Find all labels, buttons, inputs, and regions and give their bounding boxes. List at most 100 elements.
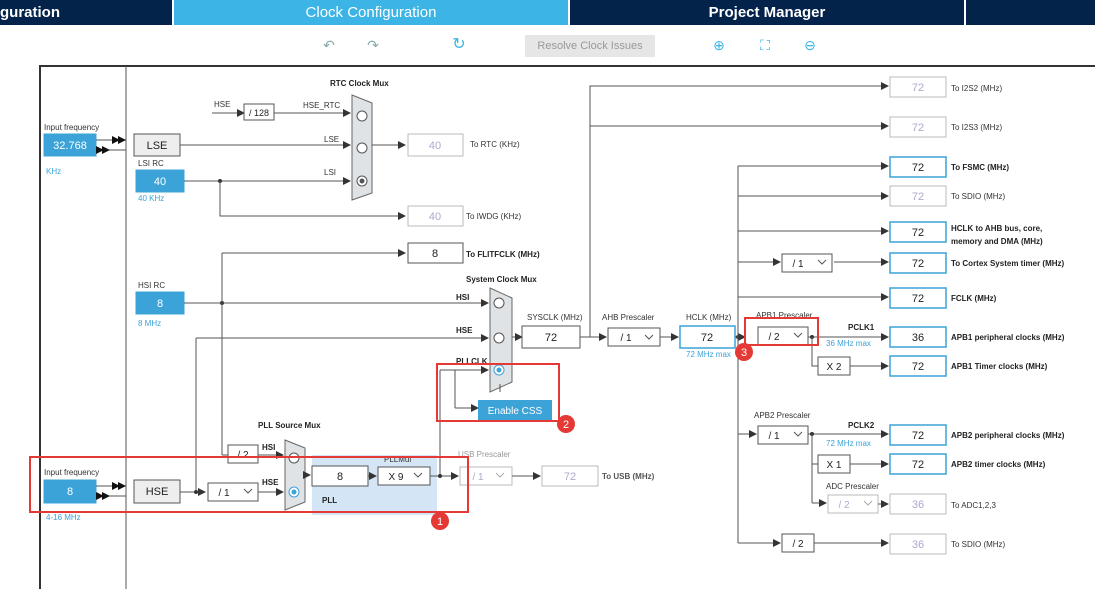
- lse-unit: KHz: [46, 167, 61, 176]
- tab-clock-configuration[interactable]: Clock Configuration: [174, 0, 568, 25]
- pll-source-mux: [284, 439, 306, 511]
- redo-icon[interactable]: ↷: [367, 37, 379, 53]
- output-adc[interactable]: [889, 493, 947, 515]
- hse-div128: / 128: [249, 108, 269, 118]
- sysclk-label: SYSCLK (MHz): [527, 313, 583, 322]
- fit-screen-icon[interactable]: ⛶: [760, 37, 770, 53]
- output-cortex-timer[interactable]: [889, 252, 947, 274]
- to-iwdg-label: To IWDG (KHz): [466, 212, 521, 221]
- undo-icon[interactable]: ↶: [323, 37, 335, 53]
- output-hclk[interactable]: [889, 221, 947, 243]
- hsi-div2: / 2: [237, 450, 249, 461]
- output-apb2-timer[interactable]: [889, 453, 947, 475]
- sysclk-value: 72: [545, 332, 557, 344]
- output-fclk-value: 72: [912, 293, 924, 305]
- cortex-prescaler-select[interactable]: [781, 253, 833, 273]
- ahb-prescaler-select[interactable]: [607, 327, 661, 347]
- hse-label: HSE: [146, 486, 169, 498]
- output-cortex-timer-value: 72: [912, 258, 924, 270]
- hsi-unit: 8 MHz: [138, 319, 161, 328]
- output-sdio-top-value: 72: [912, 191, 924, 203]
- apb1-prescaler-select[interactable]: [757, 326, 809, 346]
- output-fsmc-value: 72: [912, 162, 924, 174]
- to-flitfclk-label: To FLITFCLK (MHz): [466, 250, 540, 259]
- tab-pinout-configuration[interactable]: guration: [0, 4, 60, 21]
- hse-frequency-input[interactable]: [43, 479, 97, 504]
- chevron-down-icon: [413, 472, 423, 478]
- refresh-icon[interactable]: ↻: [452, 36, 466, 53]
- lsi-value: 40: [154, 176, 166, 188]
- output-list: 72 To I2S2 (MHz) 72 To I2S3 (MHz) 72 To …: [889, 76, 1065, 555]
- lsi-unit: 40 KHz: [138, 194, 164, 203]
- output-i2s2[interactable]: [889, 76, 947, 98]
- chevron-down-icon: [817, 259, 827, 265]
- output-apb1-timer[interactable]: [889, 355, 947, 377]
- output-fsmc-label: To FSMC (MHz): [951, 163, 1009, 172]
- apb1-prescaler-value: / 2: [768, 332, 780, 343]
- highlight-box-1: [29, 456, 469, 513]
- rtc-mux-lse-option[interactable]: [356, 142, 368, 154]
- tab-divider: [964, 0, 966, 25]
- output-sdio-bottom-label: To SDIO (MHz): [951, 540, 1006, 549]
- ahb-prescaler-value: / 1: [620, 333, 632, 344]
- zoom-in-icon[interactable]: ⊕: [713, 37, 725, 53]
- usb-prescaler-label: USB Prescaler: [458, 450, 511, 459]
- lse-frequency-value: 32.768: [53, 140, 87, 152]
- apb2-prescaler-select[interactable]: [757, 425, 809, 445]
- tab-project-manager[interactable]: Project Manager: [708, 4, 826, 21]
- pll-source-mux-title: PLL Source Mux: [258, 421, 321, 430]
- rtc-hse-rtc-label: HSE_RTC: [303, 101, 340, 110]
- to-rtc-output: [407, 133, 464, 157]
- highlight-box-2: [436, 363, 560, 422]
- tab-bar: guration Clock Configuration Project Man…: [0, 0, 1095, 25]
- apb1-x2: X 2: [826, 362, 841, 373]
- system-clock-mux-title: System Clock Mux: [466, 275, 537, 284]
- rtc-lse-label: LSE: [324, 135, 339, 144]
- pllmul-select[interactable]: [377, 466, 431, 486]
- lsi-rc-label: LSI RC: [138, 159, 164, 168]
- marker-1: [431, 512, 449, 530]
- pllmul-value: X 9: [388, 472, 403, 483]
- output-fclk[interactable]: [889, 287, 947, 309]
- zoom-out-icon[interactable]: ⊖: [804, 37, 816, 53]
- output-i2s3[interactable]: [889, 116, 947, 138]
- hse-frequency-value: 8: [67, 486, 73, 498]
- output-i2s2-value: 72: [912, 82, 924, 94]
- output-apb1-peripheral[interactable]: [889, 326, 947, 348]
- to-iwdg-output: [407, 205, 464, 227]
- output-adc-value: 36: [912, 499, 924, 511]
- to-flitfclk-value: 8: [432, 248, 438, 260]
- output-apb1-peripheral-label: APB1 peripheral clocks (MHz): [951, 333, 1065, 342]
- enable-css-button[interactable]: [478, 400, 552, 420]
- sysmux-hsi-option[interactable]: [493, 297, 505, 309]
- sysmux-pllclk-label: PLLCLK: [456, 357, 488, 366]
- pclk1-max: 36 MHz max: [826, 339, 871, 348]
- resolve-clock-issues-button[interactable]: Resolve Clock Issues: [525, 35, 655, 57]
- output-apb1-peripheral-value: 36: [912, 332, 924, 344]
- lse-frequency-input[interactable]: [43, 133, 97, 157]
- hse-prediv-value: / 1: [218, 488, 230, 499]
- chevron-down-icon: [863, 500, 873, 506]
- marker-3-label: 3: [741, 347, 747, 359]
- rtc-mux-hse-option[interactable]: [356, 110, 368, 122]
- hclk-label: HCLK (MHz): [686, 313, 732, 322]
- adc-prescaler-select[interactable]: [827, 494, 879, 514]
- sysmux-hse-option[interactable]: [493, 332, 505, 344]
- to-iwdg-value: 40: [429, 211, 441, 223]
- pll-input-value: 8: [337, 471, 343, 483]
- output-hclk-value: 72: [912, 227, 924, 239]
- rtc-lsi-label: LSI: [324, 168, 336, 177]
- output-sdio-top[interactable]: [889, 185, 947, 207]
- enable-css-label: Enable CSS: [488, 406, 543, 417]
- output-sdio-bottom[interactable]: [889, 533, 947, 555]
- output-sdio-bottom-value: 36: [912, 539, 924, 551]
- sdio-divider: / 2: [792, 539, 804, 550]
- output-apb1-timer-label: APB1 Timer clocks (MHz): [951, 362, 1048, 371]
- canvas-frame: [39, 65, 1095, 589]
- output-fsmc[interactable]: [889, 156, 947, 178]
- output-apb2-peripheral[interactable]: [889, 424, 947, 446]
- hse-prediv-select[interactable]: [207, 482, 259, 502]
- rtc-hse-label: HSE: [214, 100, 230, 109]
- output-sdio-top-label: To SDIO (MHz): [951, 192, 1006, 201]
